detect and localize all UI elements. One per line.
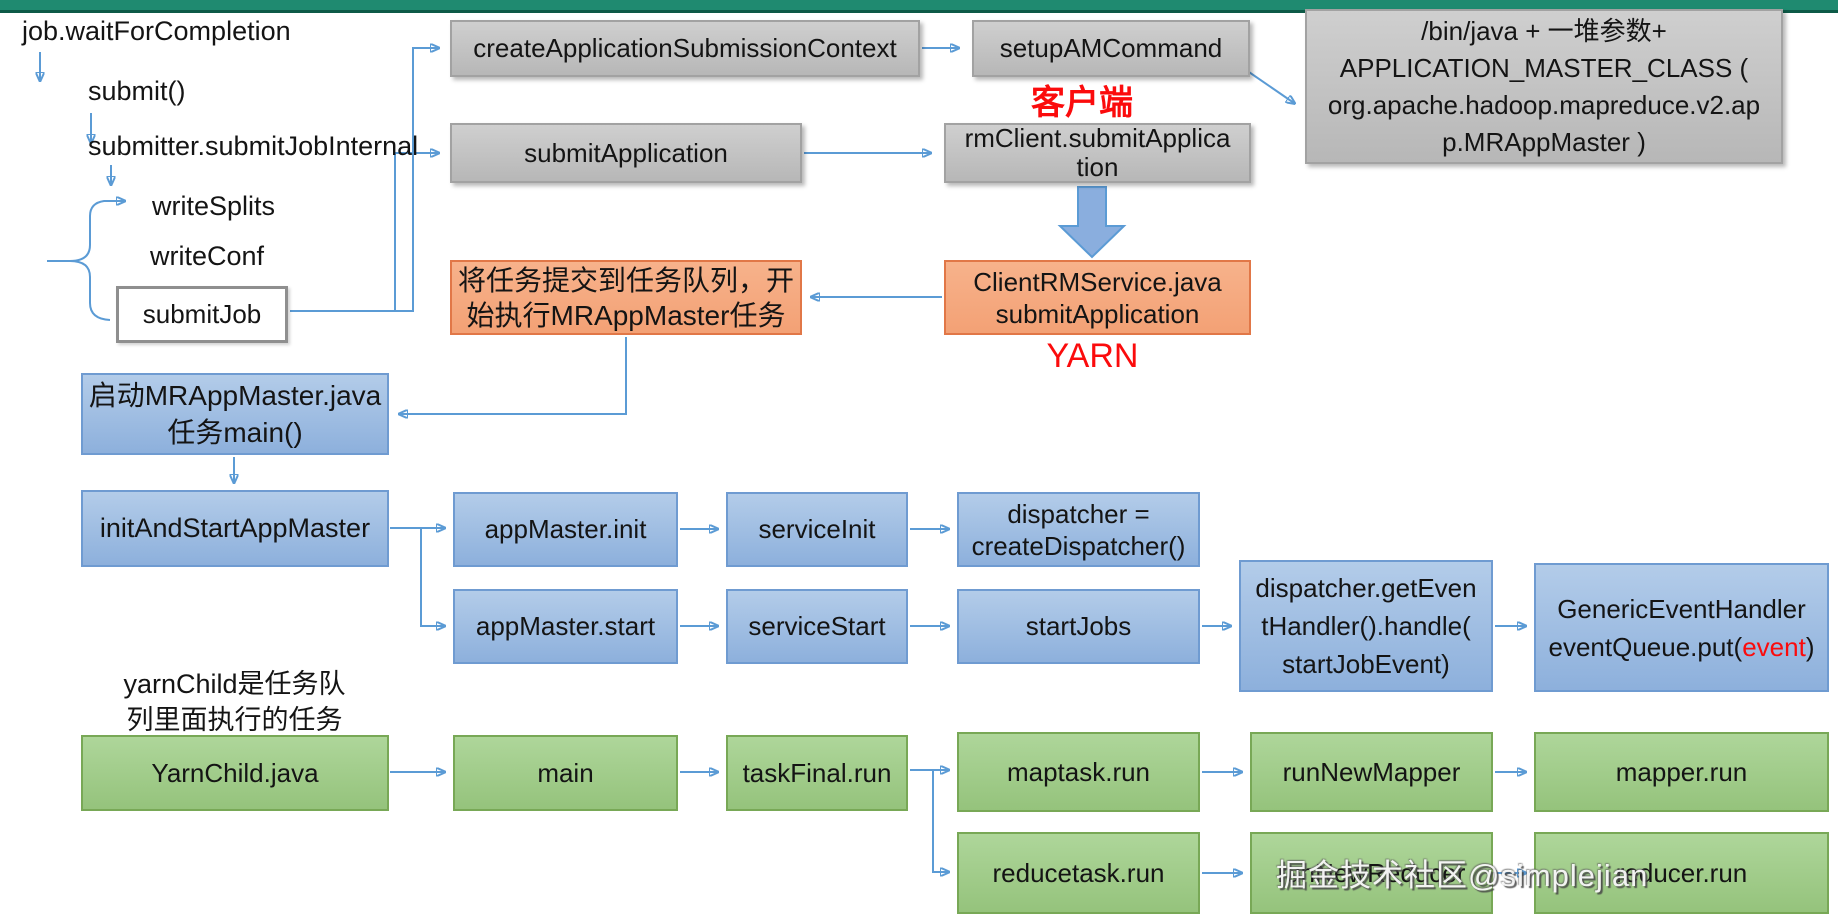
node-reducetask-run: reducetask.run bbox=[957, 832, 1200, 914]
node-label-line: startJobEvent) bbox=[1282, 649, 1450, 679]
node-label: runNewReducer bbox=[1277, 857, 1466, 888]
node-label: serviceStart bbox=[748, 611, 886, 641]
node-dispatcher-create-dispatcher: dispatcher = createDispatcher() bbox=[957, 492, 1200, 567]
node-label-line: ClientRMService.java bbox=[973, 266, 1222, 297]
node-client-rm-service: ClientRMService.java submitApplication bbox=[944, 260, 1251, 335]
node-appmaster-start: appMaster.start bbox=[453, 589, 678, 664]
node-label: appMaster.init bbox=[484, 514, 647, 544]
node-label-line: rmClient.submitApplica bbox=[964, 123, 1231, 153]
text-job-wait-for-completion: job.waitForCompletion bbox=[22, 16, 291, 46]
node-label-line: createDispatcher() bbox=[971, 530, 1186, 561]
node-label: YarnChild.java bbox=[151, 757, 319, 788]
block-arrow-down bbox=[1057, 186, 1127, 259]
node-label-line: 任务main() bbox=[167, 417, 303, 448]
node-label-line: submitApplication bbox=[995, 298, 1200, 329]
node-label: taskFinal.run bbox=[742, 757, 892, 788]
brace-upper-arrow bbox=[69, 201, 124, 262]
wire-initandstart-to-appmasterstart bbox=[420, 528, 444, 626]
node-label-line: APPLICATION_MASTER_CLASS ( bbox=[1339, 52, 1749, 83]
node-label: mapper.run bbox=[1615, 756, 1748, 787]
label-yarn: YARN bbox=[1046, 336, 1139, 375]
node-label-line: 启动MRAppMaster.java bbox=[88, 380, 382, 411]
wire-submitjob-to-createappctx bbox=[290, 48, 438, 312]
note-yarnchild: yarnChild是任务队 列里面执行的任务 bbox=[112, 666, 357, 738]
node-dispatcher-get-event-handler: dispatcher.getEven tHandler().handle( st… bbox=[1239, 560, 1493, 692]
note-line: 列里面执行的任务 bbox=[126, 705, 343, 735]
text-submit: submit() bbox=[88, 76, 186, 106]
text-submitter-submit-job-internal: submitter.submitJobInternal bbox=[88, 131, 419, 161]
wire-queuebox-to-startmrappmaster bbox=[400, 337, 627, 414]
node-run-new-reducer: runNewReducer bbox=[1250, 832, 1493, 914]
node-label: main bbox=[537, 757, 594, 788]
node-label-line: eventQueue.put(event) bbox=[1549, 628, 1815, 666]
text-write-conf: writeConf bbox=[150, 241, 265, 271]
brace-lower bbox=[69, 260, 111, 321]
node-submit-to-task-queue: 将任务提交到任务队列，开 始执行MRAppMaster任务 bbox=[450, 260, 802, 335]
node-run-new-mapper: runNewMapper bbox=[1250, 732, 1493, 812]
node-label: submitApplication bbox=[524, 137, 728, 168]
node-label-line: org.apache.hadoop.mapreduce.v2.ap bbox=[1327, 89, 1761, 120]
node-service-init: serviceInit bbox=[726, 492, 908, 567]
wire-submitjob-to-submitapplication bbox=[394, 153, 438, 311]
note-line: yarnChild是任务队 bbox=[123, 669, 346, 699]
node-label: maptask.run bbox=[1006, 756, 1151, 787]
watermark: 掘金技术社区@simplejian bbox=[1276, 858, 1649, 893]
node-setup-am-command: setupAMCommand bbox=[972, 20, 1250, 77]
label-prefix: eventQueue.put( bbox=[1548, 631, 1743, 662]
wire-setupam-to-binjava bbox=[1245, 69, 1294, 103]
node-create-application-submission-context: createApplicationSubmissionContext bbox=[450, 20, 920, 77]
node-label: submitJob bbox=[142, 299, 262, 329]
node-reducer-run: reducer.run bbox=[1534, 832, 1829, 914]
node-start-mrappmaster-main: 启动MRAppMaster.java 任务main() bbox=[81, 373, 389, 455]
node-label-line: /bin/java + 一堆参数+ bbox=[1421, 15, 1667, 46]
node-label: reducer.run bbox=[1615, 857, 1748, 888]
node-label: appMaster.start bbox=[475, 611, 656, 641]
node-label-line: 始执行MRAppMaster任务 bbox=[466, 299, 786, 331]
node-label-line: tion bbox=[1076, 152, 1119, 182]
node-taskfinal-run: taskFinal.run bbox=[726, 735, 908, 811]
label-suffix: ) bbox=[1805, 631, 1815, 662]
node-label-line: p.MRAppMaster ) bbox=[1442, 126, 1646, 157]
node-label-line: dispatcher = bbox=[1007, 498, 1150, 529]
node-label: setupAMCommand bbox=[999, 33, 1223, 63]
node-bin-java-command: /bin/java + 一堆参数+ APPLICATION_MASTER_CLA… bbox=[1305, 9, 1783, 164]
node-label-line: tHandler().handle( bbox=[1261, 611, 1471, 641]
node-label: reducetask.run bbox=[992, 857, 1165, 888]
node-label: startJobs bbox=[1025, 611, 1132, 641]
node-mapper-run: mapper.run bbox=[1534, 732, 1829, 812]
node-submit-job: submitJob bbox=[116, 286, 288, 343]
node-maptask-run: maptask.run bbox=[957, 732, 1200, 812]
node-label-line: 将任务提交到任务队列，开 bbox=[457, 264, 794, 296]
node-label: serviceInit bbox=[758, 514, 876, 544]
label-event-highlight: event bbox=[1742, 631, 1806, 662]
node-label-line: GenericEventHandler bbox=[1557, 593, 1806, 624]
node-generic-event-handler: GenericEventHandler eventQueue.put(event… bbox=[1534, 563, 1829, 692]
node-main: main bbox=[453, 735, 678, 811]
node-appmaster-init: appMaster.init bbox=[453, 492, 678, 567]
node-start-jobs: startJobs bbox=[957, 589, 1200, 664]
node-label: initAndStartAppMaster bbox=[99, 513, 371, 543]
text-write-splits: writeSplits bbox=[152, 191, 276, 221]
node-submit-application: submitApplication bbox=[450, 123, 802, 183]
node-label-line: dispatcher.getEven bbox=[1255, 573, 1477, 603]
wire-taskfinal-to-reducetask bbox=[932, 770, 948, 872]
node-rmclient-submit-application: rmClient.submitApplica tion bbox=[944, 123, 1251, 183]
node-yarnchild-java: YarnChild.java bbox=[81, 735, 389, 811]
label-client-side: 客户端 bbox=[1031, 83, 1133, 122]
node-service-start: serviceStart bbox=[726, 589, 908, 664]
node-label: runNewMapper bbox=[1282, 756, 1461, 787]
node-label: createApplicationSubmissionContext bbox=[473, 33, 897, 63]
node-init-and-start-app-master: initAndStartAppMaster bbox=[81, 490, 389, 567]
